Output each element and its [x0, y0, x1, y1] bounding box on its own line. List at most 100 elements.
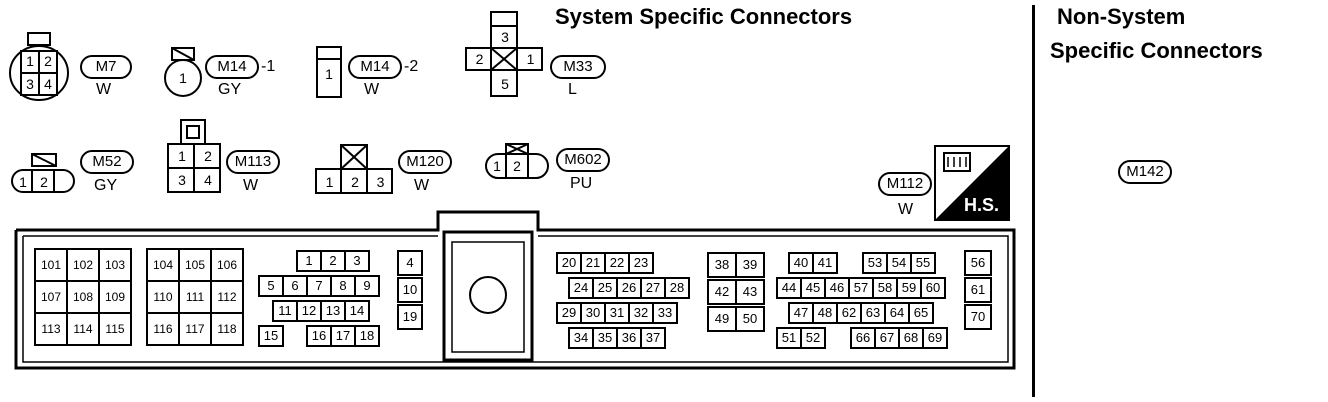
ecm-pin-48: 48 [812, 302, 838, 324]
m14-1-pin-1: 1 [179, 70, 187, 86]
connector-m113-color: W [243, 177, 259, 194]
ecm-pin-5: 5 [258, 275, 284, 297]
ecm-pin-106: 106 [210, 248, 244, 282]
connector-m112-color: W [898, 201, 914, 218]
ecm-pin-56: 56 [964, 250, 992, 276]
ecm-pin-32: 32 [628, 302, 654, 324]
connector-m14-1-color: GY [218, 81, 242, 98]
ecm-pin-114: 114 [66, 312, 100, 346]
non-system-heading-line2: Specific Connectors [1050, 38, 1263, 63]
ecm-pin-103: 103 [98, 248, 132, 282]
ecm-connector [14, 210, 1016, 370]
m7-pin-4: 4 [44, 76, 52, 92]
ecm-pin-66: 66 [850, 327, 876, 349]
connector-m33-badge: M33 [550, 55, 606, 79]
ecm-pin-118: 118 [210, 312, 244, 346]
ecm-pin-25: 25 [592, 277, 618, 299]
ecm-pin-36: 36 [616, 327, 642, 349]
ecm-pin-33: 33 [652, 302, 678, 324]
ecm-pin-110: 110 [146, 280, 180, 314]
ecm-pin-15: 15 [258, 325, 284, 347]
ecm-pin-8: 8 [330, 275, 356, 297]
ecm-pin-47: 47 [788, 302, 814, 324]
connector-m602-badge: M602 [556, 148, 610, 172]
ecm-pin-102: 102 [66, 248, 100, 282]
ecm-pin-17: 17 [330, 325, 356, 347]
connector-m14-1-shape [164, 47, 202, 97]
ecm-pin-68: 68 [898, 327, 924, 349]
connector-m142-badge: M142 [1118, 160, 1172, 184]
ecm-pin-60: 60 [920, 277, 946, 299]
connector-m52-badge: M52 [80, 150, 134, 174]
connector-m113-badge: M113 [226, 150, 280, 174]
ecm-pin-70: 70 [964, 304, 992, 330]
ecm-pin-31: 31 [604, 302, 630, 324]
connector-m7-diagram: 1 2 3 4 [8, 32, 70, 102]
ecm-pin-21: 21 [580, 252, 606, 274]
ecm-pin-37: 37 [640, 327, 666, 349]
connector-m14-2-color: W [364, 81, 380, 98]
ecm-pin-10: 10 [397, 277, 423, 303]
ecm-pin-38: 38 [707, 252, 737, 278]
ecm-pin-22: 22 [604, 252, 630, 274]
connector-m120-color: W [414, 177, 430, 194]
ecm-pin-107: 107 [34, 280, 68, 314]
hs-label: H.S. [964, 195, 1000, 215]
ecm-pin-40: 40 [788, 252, 814, 274]
connector-m7-badge: M7 [80, 55, 132, 79]
connector-m52-shape [11, 153, 75, 193]
ecm-pin-109: 109 [98, 280, 132, 314]
ecm-pin-108: 108 [66, 280, 100, 314]
ecm-pin-115: 115 [98, 312, 132, 346]
ecm-outline [14, 210, 1016, 370]
ecm-pin-44: 44 [776, 277, 802, 299]
connector-m113-shape [167, 119, 221, 193]
ecm-pin-62: 62 [836, 302, 862, 324]
m602-pin-2: 2 [513, 158, 521, 174]
ecm-pin-46: 46 [824, 277, 850, 299]
ecm-pin-13: 13 [320, 300, 346, 322]
non-system-heading-line1: Non-System [1057, 4, 1186, 29]
m52-pin-1: 1 [19, 174, 27, 190]
m120-pin-1: 1 [325, 174, 334, 190]
ecm-pin-9: 9 [354, 275, 380, 297]
m14-2-lock [316, 46, 342, 60]
connector-m14-2-suffix: -2 [404, 58, 419, 75]
ecm-pin-6: 6 [282, 275, 308, 297]
m7-pin-1: 1 [26, 53, 34, 69]
connector-m602-diagram: 1 2 [484, 142, 550, 182]
harness-side-icon: H.S. [934, 145, 1010, 221]
ecm-pin-26: 26 [616, 277, 642, 299]
m14-2-pin-1: 1 [325, 66, 333, 82]
ecm-pin-64: 64 [884, 302, 910, 324]
connector-m14-2-body: 1 [316, 46, 342, 98]
ecm-pin-112: 112 [210, 280, 244, 314]
ecm-pin-3: 3 [344, 250, 370, 272]
m33-pin-2: 2 [475, 51, 484, 67]
ecm-pin-111: 111 [178, 280, 212, 314]
system-specific-heading: System Specific Connectors [555, 4, 853, 29]
hs-triangle-shape [934, 145, 1010, 221]
ecm-pin-14: 14 [344, 300, 370, 322]
m7-pin-2: 2 [44, 53, 52, 69]
connector-m113-diagram: 1 2 3 4 [166, 118, 222, 194]
ecm-pin-45: 45 [800, 277, 826, 299]
ecm-pin-61: 61 [964, 277, 992, 303]
ecm-pin-29: 29 [556, 302, 582, 324]
ecm-pin-57: 57 [848, 277, 874, 299]
ecm-pin-105: 105 [178, 248, 212, 282]
connector-m33-diagram: 3 2 1 5 [464, 10, 544, 100]
section-divider [1032, 5, 1035, 397]
connector-m14-1-suffix: -1 [261, 58, 276, 75]
ecm-pin-53: 53 [862, 252, 888, 274]
ecm-pin-39: 39 [735, 252, 765, 278]
ecm-pin-11: 11 [272, 300, 298, 322]
ecm-pin-41: 41 [812, 252, 838, 274]
ecm-pin-12: 12 [296, 300, 322, 322]
ecm-pin-116: 116 [146, 312, 180, 346]
ecm-pin-24: 24 [568, 277, 594, 299]
connector-m14-1-badge: M14 [205, 55, 259, 79]
ecm-pin-50: 50 [735, 306, 765, 332]
m52-pin-2: 2 [40, 174, 48, 190]
ecm-pin-20: 20 [556, 252, 582, 274]
